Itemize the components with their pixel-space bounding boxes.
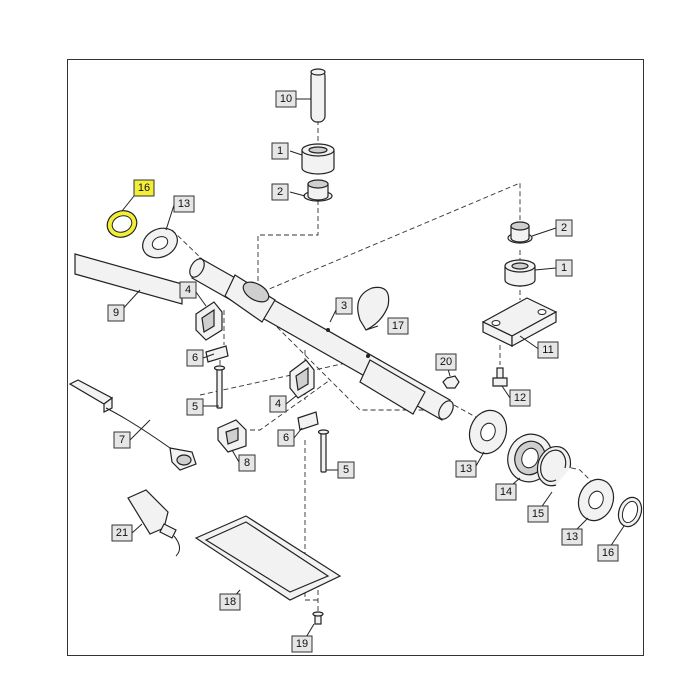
svg-text:16: 16 <box>602 547 614 559</box>
svg-text:6: 6 <box>192 352 198 364</box>
part-flanged-bushing-2-top <box>303 179 333 202</box>
part-screw-5-upper <box>213 365 226 409</box>
svg-text:5: 5 <box>343 464 349 476</box>
callout-6-lower[interactable]: 6 <box>277 429 295 447</box>
svg-text:7: 7 <box>119 434 125 446</box>
part-clamp-17 <box>357 286 390 331</box>
callout-10[interactable]: 10 <box>275 90 297 108</box>
svg-text:6: 6 <box>283 432 289 444</box>
svg-text:1: 1 <box>277 145 283 157</box>
part-nut-20 <box>442 375 460 389</box>
callout-17[interactable]: 17 <box>387 317 409 335</box>
part-washer-13-mid <box>468 409 508 455</box>
callout-19[interactable]: 19 <box>291 635 313 653</box>
part-ring-16-right <box>617 496 643 528</box>
part-pin-10 <box>310 68 326 123</box>
callout-20[interactable]: 20 <box>435 353 457 371</box>
part-bracket-4-lower <box>289 359 315 399</box>
callout-12[interactable]: 12 <box>509 389 531 407</box>
part-washer-13-right <box>577 478 615 522</box>
svg-text:4: 4 <box>185 284 191 296</box>
callout-7[interactable]: 7 <box>113 431 131 449</box>
svg-text:11: 11 <box>542 344 553 356</box>
callout-4-lower[interactable]: 4 <box>269 395 287 413</box>
part-bushing-1-top <box>301 143 335 175</box>
callout-labels: 10 1 2 16 13 2 1 4 9 3 17 11 6 20 5 4 12… <box>107 90 619 653</box>
callout-8[interactable]: 8 <box>238 454 256 472</box>
callout-18[interactable]: 18 <box>219 593 241 611</box>
callout-4-upper[interactable]: 4 <box>179 281 197 299</box>
svg-text:5: 5 <box>192 401 198 413</box>
callout-1-top[interactable]: 1 <box>271 142 289 160</box>
part-plate-11 <box>481 297 558 348</box>
part-screw-19 <box>312 611 324 625</box>
callout-6-upper[interactable]: 6 <box>186 349 204 367</box>
part-clip-6-lower <box>297 411 319 431</box>
svg-text:18: 18 <box>224 596 236 608</box>
part-bolt-12 <box>492 367 508 387</box>
callout-13-left[interactable]: 13 <box>173 195 195 213</box>
svg-text:13: 13 <box>566 531 578 543</box>
svg-text:12: 12 <box>514 392 526 404</box>
svg-text:2: 2 <box>277 186 283 198</box>
callout-1-right[interactable]: 1 <box>555 259 573 277</box>
part-snap-ring-15 <box>536 445 572 487</box>
svg-text:3: 3 <box>341 300 347 312</box>
svg-text:13: 13 <box>460 463 472 475</box>
svg-text:2: 2 <box>561 222 567 234</box>
svg-text:8: 8 <box>244 457 250 469</box>
part-shaft-3 <box>189 257 454 421</box>
callout-21[interactable]: 21 <box>111 524 133 542</box>
svg-text:14: 14 <box>500 486 512 498</box>
callout-3[interactable]: 3 <box>335 297 353 315</box>
callout-16-highlighted[interactable]: 16 <box>133 179 155 197</box>
svg-text:15: 15 <box>532 508 544 520</box>
callout-13-right[interactable]: 13 <box>561 528 583 546</box>
svg-text:20: 20 <box>440 356 452 368</box>
callout-5-lower[interactable]: 5 <box>337 461 355 479</box>
callout-13-mid[interactable]: 13 <box>455 460 477 478</box>
part-sensor-7 <box>68 379 197 471</box>
svg-text:1: 1 <box>561 262 567 274</box>
svg-text:19: 19 <box>296 638 308 650</box>
callout-2-right[interactable]: 2 <box>555 219 573 237</box>
part-bushing-1-right <box>504 259 536 287</box>
svg-text:17: 17 <box>392 320 404 332</box>
part-screw-5-lower <box>317 429 330 473</box>
diagram-frame <box>67 59 644 656</box>
callout-15[interactable]: 15 <box>527 505 549 523</box>
part-washer-13-left <box>142 227 178 259</box>
callout-9[interactable]: 9 <box>107 304 125 322</box>
part-sealant-bottle-21 <box>127 489 180 557</box>
part-gasket-18 <box>194 515 342 601</box>
svg-text:4: 4 <box>275 398 281 410</box>
part-strip-9 <box>74 253 183 305</box>
svg-text:9: 9 <box>113 307 119 319</box>
svg-text:13: 13 <box>178 198 190 210</box>
part-clip-6-upper <box>205 345 229 363</box>
svg-text:21: 21 <box>116 527 128 539</box>
callout-2-top[interactable]: 2 <box>271 183 289 201</box>
callout-11[interactable]: 11 <box>537 341 559 359</box>
svg-text:10: 10 <box>280 93 292 105</box>
svg-text:16: 16 <box>138 182 150 194</box>
callout-14[interactable]: 14 <box>495 483 517 501</box>
part-ring-16-highlighted <box>106 210 138 238</box>
part-clamp-8 <box>217 419 247 453</box>
callout-16-right[interactable]: 16 <box>597 544 619 562</box>
part-flanged-bushing-2-right <box>507 221 533 244</box>
part-bracket-4-upper <box>195 301 223 341</box>
callout-5-upper[interactable]: 5 <box>186 398 204 416</box>
